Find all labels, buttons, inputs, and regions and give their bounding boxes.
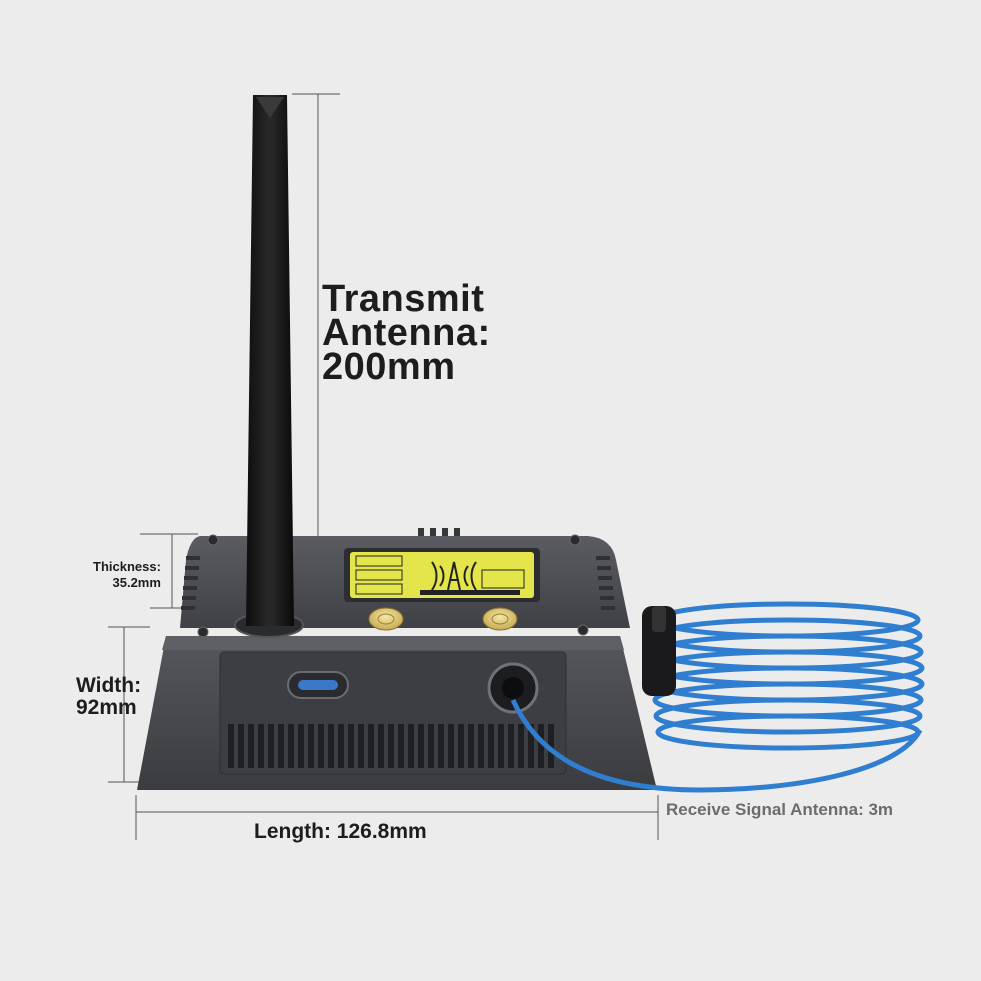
heatsink-fin	[368, 724, 374, 768]
heatsink-fin	[298, 724, 304, 768]
receive-antenna-label: Receive Signal Antenna: 3m	[666, 800, 894, 819]
cable-clip	[642, 606, 676, 696]
heatsink-fin	[458, 724, 464, 768]
signal-tower-icon	[431, 561, 477, 591]
heatsink-fin	[388, 724, 394, 768]
thickness-line-2: 35.2mm	[112, 575, 161, 590]
heatsink-fin	[238, 724, 244, 768]
transmit-line-1: Transmit	[322, 278, 485, 320]
heatsink-fin	[498, 724, 504, 768]
heatsink-fin	[488, 724, 494, 768]
status-screen	[344, 548, 540, 602]
heatsink-fin	[338, 724, 344, 768]
heatsink-fin	[288, 724, 294, 768]
power-button-icon	[368, 607, 404, 631]
dimension-lines	[108, 93, 659, 840]
thickness-label: Thickness: 35.2mm	[93, 559, 161, 591]
heatsink-fin	[468, 724, 474, 768]
heatsink-fin	[418, 724, 424, 768]
heatsink-fin	[438, 724, 444, 768]
heatsink-fin	[478, 724, 484, 768]
heatsink-fin	[508, 724, 514, 768]
transmit-line-3: 200mm	[322, 346, 456, 388]
usb-port-icon	[287, 671, 349, 699]
heatsink-fin	[448, 724, 454, 768]
heatsink-fin	[358, 724, 364, 768]
heatsink-fin	[318, 724, 324, 768]
length-label: Length: 126.8mm	[254, 820, 427, 843]
heatsink-fin	[398, 724, 404, 768]
heatsink-fin	[428, 724, 434, 768]
heatsink-fins	[228, 724, 554, 768]
heatsink-fin	[328, 724, 334, 768]
width-line-2: 92mm	[76, 696, 137, 719]
heatsink-fin	[548, 724, 554, 768]
heatsink-fin	[278, 724, 284, 768]
heatsink-fin	[408, 724, 414, 768]
thickness-line-1: Thickness:	[93, 559, 161, 574]
heatsink-fin	[518, 724, 524, 768]
heatsink-fin	[248, 724, 254, 768]
heatsink-fin	[348, 724, 354, 768]
heatsink-fin	[268, 724, 274, 768]
heatsink-fin	[528, 724, 534, 768]
heatsink-fin	[228, 724, 234, 768]
transmit-antenna-label: Transmit Antenna: 200mm	[322, 278, 491, 388]
heatsink-fin	[378, 724, 384, 768]
width-label: Width: 92mm	[76, 675, 141, 719]
transmit-antenna	[234, 95, 304, 638]
heatsink-fin	[538, 724, 544, 768]
mode-button	[482, 607, 518, 631]
heatsink-fin	[258, 724, 264, 768]
transmit-line-2: Antenna:	[322, 312, 491, 354]
width-line-1: Width:	[76, 674, 142, 697]
heatsink-fin	[308, 724, 314, 768]
